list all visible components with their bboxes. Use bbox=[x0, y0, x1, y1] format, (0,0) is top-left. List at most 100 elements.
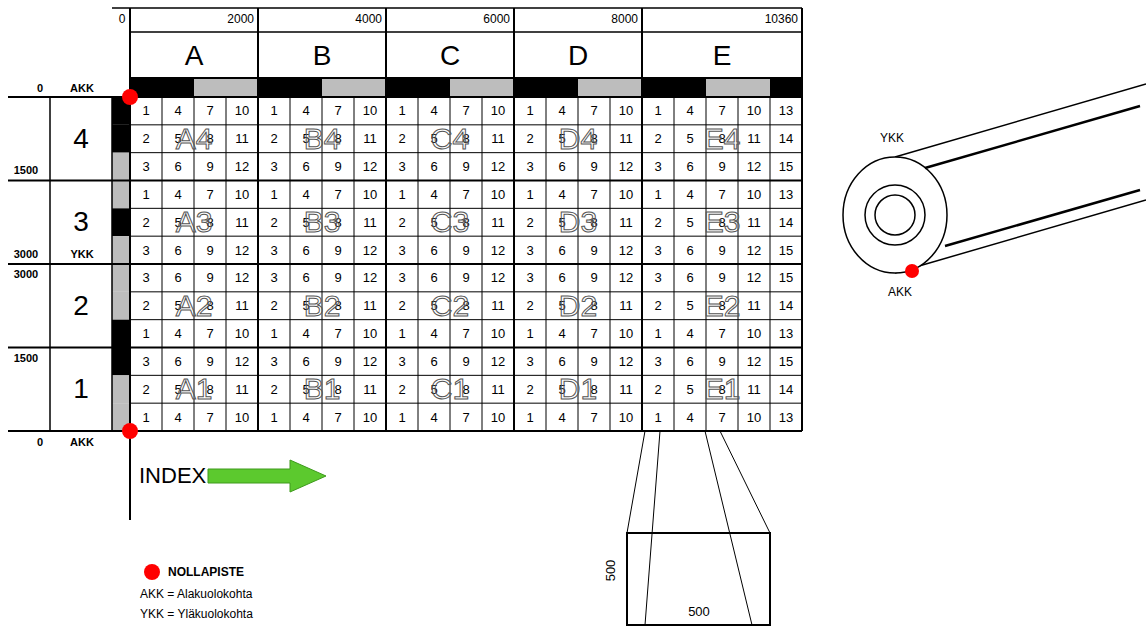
cell-number: 9 bbox=[718, 271, 725, 284]
strip-block bbox=[322, 78, 386, 96]
cell-number: 1 bbox=[142, 327, 149, 340]
grid-line bbox=[112, 7, 802, 9]
cell-number: 1 bbox=[526, 104, 533, 117]
cell-number: 4 bbox=[686, 327, 693, 340]
cell-number: 6 bbox=[174, 355, 181, 368]
cell-number: 11 bbox=[619, 216, 633, 229]
cell-number: 2 bbox=[398, 299, 405, 312]
cell-number: 2 bbox=[654, 383, 661, 396]
grid-line bbox=[111, 97, 113, 431]
section-name: A1 bbox=[176, 374, 213, 404]
cell-number: 2 bbox=[654, 132, 661, 145]
cell-number: 13 bbox=[779, 188, 793, 201]
cell-number: 6 bbox=[174, 244, 181, 257]
cell-number: 9 bbox=[718, 355, 725, 368]
cell-number: 1 bbox=[398, 411, 405, 424]
cell-number: 7 bbox=[334, 411, 341, 424]
cell-number: 6 bbox=[686, 355, 693, 368]
cell-number: 9 bbox=[334, 160, 341, 173]
cell-number: 10 bbox=[235, 104, 249, 117]
cell-number: 7 bbox=[590, 411, 597, 424]
cell-number: 6 bbox=[430, 244, 437, 257]
section-name: C4 bbox=[431, 124, 469, 154]
cell-number: 3 bbox=[270, 271, 277, 284]
strip-block bbox=[112, 153, 130, 181]
cell-number: 9 bbox=[718, 160, 725, 173]
cell-number: 4 bbox=[686, 411, 693, 424]
strip-block bbox=[112, 181, 130, 209]
cell-number: 2 bbox=[142, 299, 149, 312]
cell-number: 1 bbox=[526, 411, 533, 424]
cell-number: 10 bbox=[747, 188, 761, 201]
cell-number: 2 bbox=[398, 383, 405, 396]
strip-block bbox=[450, 78, 514, 96]
cell-number: 1 bbox=[270, 411, 277, 424]
cell-number: 2 bbox=[654, 216, 661, 229]
cell-number: 12 bbox=[363, 160, 377, 173]
cell-number: 3 bbox=[526, 244, 533, 257]
cell-number: 5 bbox=[686, 299, 693, 312]
axis-value: 1500 bbox=[14, 165, 38, 176]
axis-value: 3000 bbox=[14, 249, 38, 260]
legend-text: NOLLAPISTE bbox=[168, 566, 244, 578]
surface-line bbox=[945, 190, 1140, 246]
strip-block bbox=[112, 264, 130, 292]
cell-number: 4 bbox=[174, 188, 181, 201]
cell-number: 2 bbox=[142, 383, 149, 396]
cell-number: 7 bbox=[590, 188, 597, 201]
strip-block bbox=[112, 208, 130, 236]
cell-number: 4 bbox=[302, 327, 309, 340]
strip-block bbox=[112, 236, 130, 264]
cell-number: 4 bbox=[686, 188, 693, 201]
cell-number: 1 bbox=[398, 327, 405, 340]
axis-value: 8000 bbox=[611, 13, 638, 25]
cell-number: 12 bbox=[363, 244, 377, 257]
cell-number: 9 bbox=[462, 271, 469, 284]
cell-number: 12 bbox=[363, 355, 377, 368]
cell-number: 3 bbox=[270, 160, 277, 173]
cell-number: 6 bbox=[686, 244, 693, 257]
cell-number: 12 bbox=[491, 271, 505, 284]
cell-number: 12 bbox=[491, 244, 505, 257]
cell-number: 9 bbox=[206, 355, 213, 368]
strip-block bbox=[194, 78, 258, 96]
cell-number: 1 bbox=[654, 188, 661, 201]
cell-number: 3 bbox=[270, 244, 277, 257]
cell-number: 12 bbox=[491, 355, 505, 368]
cylinder-end bbox=[843, 157, 947, 273]
cell-number: 4 bbox=[686, 104, 693, 117]
cell-number: 3 bbox=[654, 244, 661, 257]
cell-number: 10 bbox=[363, 188, 377, 201]
cell-number: 7 bbox=[206, 327, 213, 340]
leader-line bbox=[627, 431, 645, 533]
cell-number: 2 bbox=[526, 383, 533, 396]
section-name: E2 bbox=[704, 291, 741, 321]
cell-number: 7 bbox=[462, 327, 469, 340]
cell-number: 3 bbox=[526, 160, 533, 173]
cell-number: 15 bbox=[779, 244, 793, 257]
cell-number: 10 bbox=[619, 104, 633, 117]
cell-number: 11 bbox=[491, 216, 505, 229]
cell-number: 12 bbox=[747, 355, 761, 368]
cell-number: 9 bbox=[206, 244, 213, 257]
section-name: B2 bbox=[304, 291, 341, 321]
cell-number: 4 bbox=[302, 188, 309, 201]
cell-number: 11 bbox=[491, 299, 505, 312]
column-letter: D bbox=[568, 42, 588, 70]
cylinder-label: AKK bbox=[888, 286, 912, 298]
cell-number: 2 bbox=[270, 299, 277, 312]
cell-number: 5 bbox=[686, 383, 693, 396]
cell-number: 9 bbox=[590, 271, 597, 284]
cell-number: 10 bbox=[619, 411, 633, 424]
cell-number: 9 bbox=[334, 271, 341, 284]
cell-number: 10 bbox=[363, 104, 377, 117]
section-name: D1 bbox=[559, 374, 597, 404]
cell-number: 2 bbox=[270, 132, 277, 145]
axis-note: AKK bbox=[70, 437, 94, 448]
cell-number: 3 bbox=[654, 160, 661, 173]
strip-block bbox=[770, 78, 802, 96]
cell-number: 6 bbox=[174, 160, 181, 173]
legend-swatch bbox=[144, 564, 160, 580]
cell-number: 13 bbox=[779, 411, 793, 424]
cell-number: 6 bbox=[302, 160, 309, 173]
